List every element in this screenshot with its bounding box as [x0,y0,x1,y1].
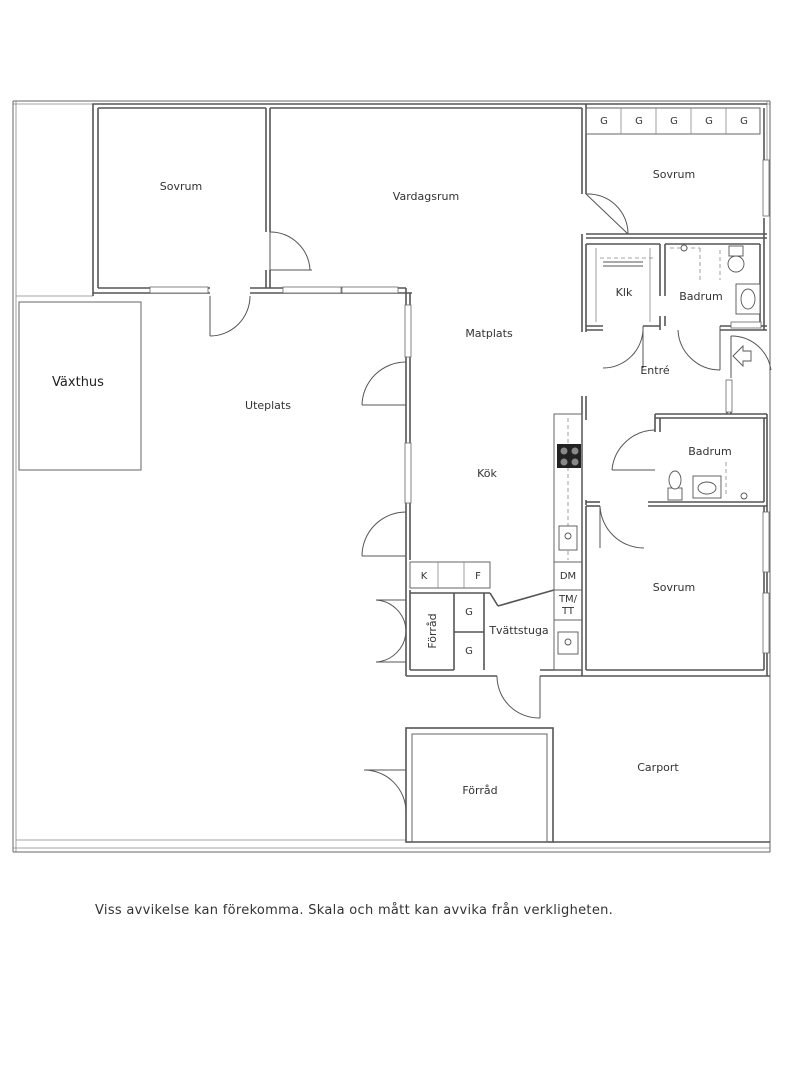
room-label-badrum-1: Badrum [679,290,722,303]
room-label-kok: Kök [477,467,497,480]
house-walls [92,103,770,677]
room-label-sovrum-1: Sovrum [160,180,202,193]
room-label-carport: Carport [637,761,679,774]
wardrobe-row [585,107,761,135]
wardrobe-label-1: G [600,116,608,127]
room-label-tvattstuga: Tvättstuga [488,624,548,637]
wardrobe-label-2: G [635,116,643,127]
room-label-vaxthus: Växthus [52,375,104,390]
disclaimer-text: Viss avvikelse kan förekomma. Skala och … [95,903,614,918]
room-label-matplats: Matplats [465,327,513,340]
room-label-entre: Entré [640,364,670,377]
room-label-sovrum-2: Sovrum [653,168,695,181]
site-boundary [12,100,771,853]
room-label-klk: Klk [616,286,633,299]
fixture-label-f: F [475,571,481,582]
fixture-label-g-upper: G [465,607,473,618]
kitchen-fixtures [557,444,581,655]
room-label-vardagsrum: Vardagsrum [393,190,459,203]
greenhouse-outline [18,301,142,471]
fixture-label-dm: DM [560,571,576,582]
fixture-label-tt: TT [561,606,575,617]
room-label-badrum-2: Badrum [688,445,731,458]
fixture-label-g-lower: G [465,646,473,657]
windows [149,159,770,654]
wardrobe-label-4: G [705,116,713,127]
storage-2-walls [405,727,770,843]
fixture-label-tm: TM/ [558,594,578,605]
room-label-uteplats: Uteplats [245,399,291,412]
room-label-forrad-1: Förråd [426,613,439,648]
wardrobe-label-5: G [740,116,748,127]
fixture-label-k: K [421,571,428,582]
bathroom-2-fixtures [667,462,748,501]
doors [209,193,772,813]
room-label-sovrum-3: Sovrum [653,581,695,594]
fixture-labels: K F DM TM/ TT G G G G G G G [421,116,748,657]
room-labels: Sovrum Vardagsrum Sovrum Klk Badrum Matp… [52,168,732,797]
room-label-forrad-2: Förråd [462,784,497,797]
wardrobe-label-3: G [670,116,678,127]
bathroom-1-fixtures [670,244,761,315]
closet-klk [595,248,656,322]
